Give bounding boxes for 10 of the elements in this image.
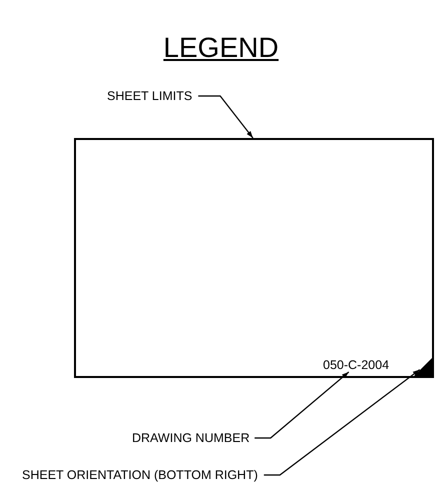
callout-text: SHEET ORIENTATION (BOTTOM RIGHT) <box>22 468 258 482</box>
sheet-outline <box>74 138 434 378</box>
leader-line <box>264 369 420 476</box>
drawing-number: 050-C-2004 <box>323 358 390 372</box>
orientation-triangle <box>412 356 434 378</box>
callout-text: DRAWING NUMBER <box>132 431 250 445</box>
leader-line <box>254 372 350 439</box>
legend-title: LEGEND <box>163 32 279 63</box>
callout-text: SHEET LIMITS <box>107 89 192 103</box>
leader-line <box>198 95 254 138</box>
